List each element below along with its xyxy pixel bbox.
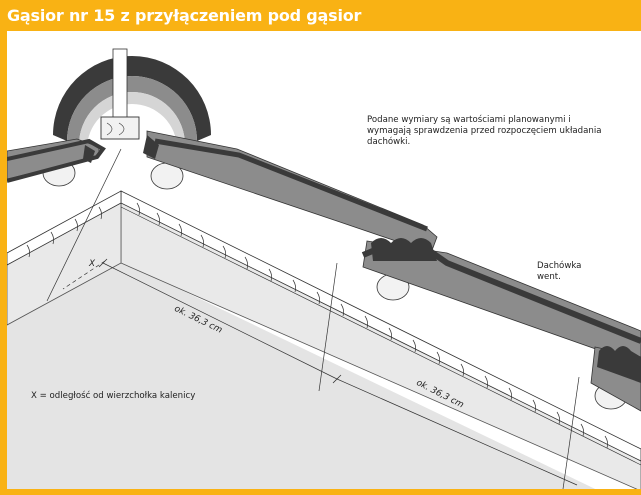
wood-grain-left bbox=[26, 206, 103, 258]
roof-underlayer bbox=[7, 261, 641, 489]
rafter-band-left bbox=[7, 190, 122, 266]
ridge-holder bbox=[112, 48, 128, 120]
tile-right-3-profile bbox=[597, 346, 641, 383]
tile-right-1-hook bbox=[143, 135, 159, 159]
legend-text: X = odległość od wierzchołka kalenicy bbox=[31, 391, 196, 401]
dimension-ticks bbox=[98, 258, 342, 384]
tile-left-1-edge bbox=[7, 138, 106, 183]
page-title: Gąsior nr 15 z przyłączeniem pod gąsior bbox=[7, 6, 362, 25]
ridge-tile-outer bbox=[53, 56, 211, 141]
dimension-label-x: X bbox=[89, 259, 96, 269]
ridge-tile-face bbox=[79, 92, 185, 149]
battens bbox=[42, 159, 628, 410]
ridge-tile-inner bbox=[67, 76, 197, 145]
roof-diagram bbox=[7, 48, 641, 489]
tile-left-1-hook bbox=[83, 145, 95, 163]
ridge-batten bbox=[100, 116, 140, 140]
dimension-lines bbox=[46, 148, 580, 489]
tile-right-2 bbox=[362, 240, 641, 366]
tile-right-2-profile bbox=[371, 238, 437, 261]
rafter-line-right bbox=[120, 206, 641, 466]
note-text: Podane wymiary są wartościami planowanym… bbox=[367, 115, 602, 147]
diagram-panel: Podane wymiary są wartościami planowanym… bbox=[7, 31, 641, 489]
tile-label: Dachówka went. bbox=[537, 261, 582, 282]
wood-grain-right bbox=[136, 202, 609, 449]
tile-right-1-edge bbox=[154, 138, 428, 232]
title-bar: Gąsior nr 15 z przyłączeniem pod gąsior bbox=[0, 0, 641, 30]
ridge-batten-grain bbox=[106, 122, 125, 136]
tile-right-1 bbox=[146, 130, 438, 254]
